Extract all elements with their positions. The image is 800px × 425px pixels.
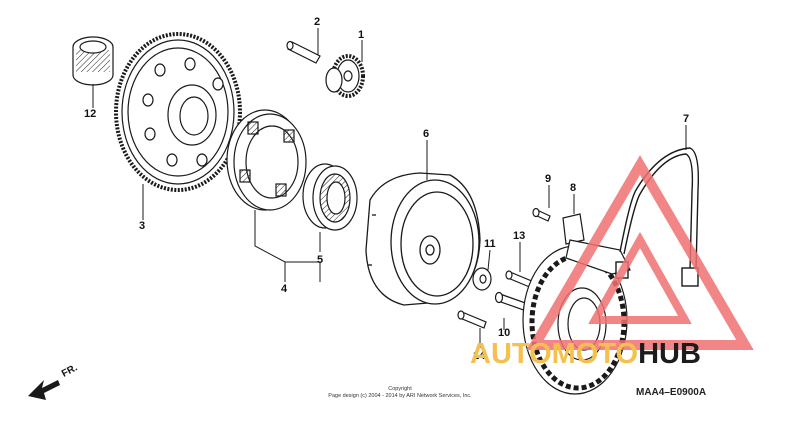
clutch-outer-ring-part — [226, 109, 307, 211]
bolt-14-part — [457, 310, 487, 329]
diagram-code: MAA4–E0900A — [636, 387, 707, 398]
pulser-plate-part — [562, 213, 631, 275]
watermark-part-1: AUTO — [470, 338, 552, 370]
flywheel-part — [365, 172, 481, 306]
shaft-pin-part — [286, 40, 321, 64]
leader-lines — [92, 28, 687, 348]
callout-2: 2 — [314, 16, 321, 28]
callout-6: 6 — [423, 128, 430, 140]
bolt-9-part — [532, 207, 551, 222]
callout-1: 1 — [358, 29, 365, 41]
callout-9: 9 — [545, 173, 552, 185]
washer-part — [472, 267, 492, 291]
callout-5: 5 — [317, 254, 324, 266]
callout-13: 13 — [513, 230, 526, 242]
callout-10: 10 — [498, 327, 511, 339]
idle-gear-part — [325, 54, 365, 98]
copyright-line-1: Copyright — [388, 386, 412, 392]
callout-3: 3 — [139, 220, 146, 232]
callout-12: 12 — [84, 108, 97, 120]
watermark-logo-icon — [526, 155, 754, 350]
callout-11: 11 — [484, 238, 496, 250]
watermark-part-2: MOTO — [551, 338, 639, 370]
starter-driven-gear-part — [114, 32, 242, 192]
watermark-text: AUTOMOTOHUB — [470, 338, 701, 371]
front-direction-arrow-icon — [28, 380, 60, 400]
callout-7: 7 — [683, 113, 690, 125]
callout-14: 14 — [473, 350, 486, 362]
callout-8: 8 — [570, 182, 577, 194]
callout-4: 4 — [281, 283, 288, 295]
needle-bearing-part — [72, 36, 114, 86]
watermark-part-3: HUB — [638, 338, 701, 370]
copyright-notice: Copyright Page design (c) 2004 - 2014 by… — [300, 386, 500, 400]
copyright-line-2: Page design (c) 2004 - 2014 by ARI Netwo… — [328, 393, 472, 399]
one-way-clutch-part — [302, 163, 358, 231]
